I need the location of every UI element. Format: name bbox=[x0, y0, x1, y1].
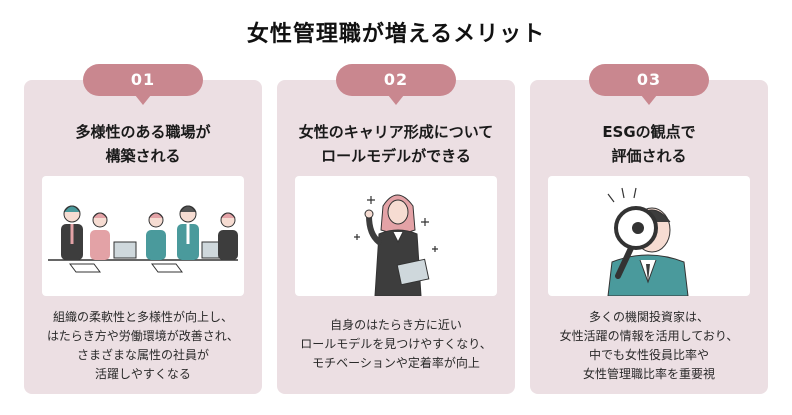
number-badge-1: 01 bbox=[83, 64, 203, 105]
card-title: ESGの観点で 評価される bbox=[602, 123, 696, 165]
card-description: 多くの機関投資家は、 女性活躍の情報を活用しており、 中でも女性役員比率や 女性… bbox=[559, 310, 739, 381]
team-meeting-illustration bbox=[42, 176, 244, 296]
card-description: 組織の柔軟性と多様性が向上し、 はたらき方や労働環境が改善され、 さまざまな属性… bbox=[47, 310, 239, 381]
card-description: 自身のはたらき方に近い ロールモデルを見つけやすくなり、 モチベーションや定着率… bbox=[300, 318, 492, 370]
merit-card-2: 女性のキャリア形成について ロールモデルができる 自身のは bbox=[277, 80, 515, 394]
woman-with-idea-illustration bbox=[295, 176, 497, 296]
man-with-magnifier-illustration bbox=[548, 176, 750, 296]
number-badge-2: 02 bbox=[336, 64, 456, 105]
merit-card-1: 多様性のある職場が 構築される bbox=[24, 80, 262, 394]
merit-card-3: ESGの観点で 評価される 多くの機関投資家は、 bbox=[530, 80, 768, 394]
card-title: 女性のキャリア形成について ロールモデルができる bbox=[298, 123, 494, 165]
sparkle-icon bbox=[354, 196, 438, 252]
card-title: 多様性のある職場が 構築される bbox=[75, 123, 211, 165]
magnifier-icon bbox=[614, 206, 658, 279]
page-title: 女性管理職が増えるメリット bbox=[246, 22, 546, 47]
number-badge-3: 03 bbox=[589, 64, 709, 105]
